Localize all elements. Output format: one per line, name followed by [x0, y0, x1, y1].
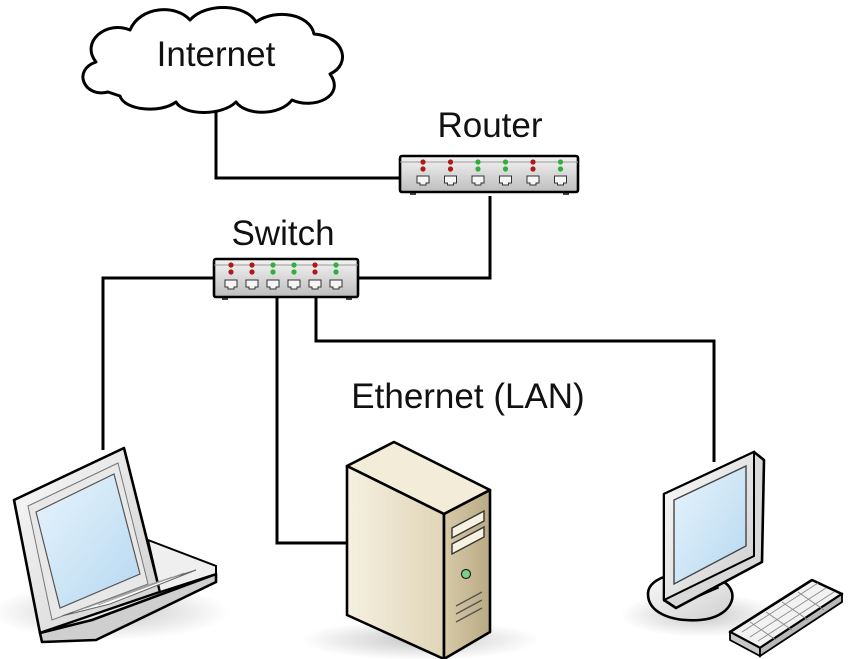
keyboard-icon [728, 578, 844, 658]
switch-led-5-a [312, 262, 318, 268]
router-led-6-b [557, 166, 564, 172]
router: Router [398, 106, 580, 195]
switch-led-6-a [333, 262, 339, 268]
server-tower-icon [300, 440, 540, 659]
laptop-icon [0, 446, 230, 644]
switch-led-2-a [249, 262, 255, 268]
router-led-2-a [447, 159, 454, 165]
router-led-5-b [530, 166, 536, 172]
switch-led-1-b [228, 269, 234, 275]
router-port-6 [554, 175, 567, 186]
router-led-3-a [475, 159, 481, 165]
switch-led-4-a [291, 262, 297, 268]
internet-label: Internet [157, 35, 276, 74]
cloud-icon [81, 6, 345, 114]
network-wires [101, 108, 716, 545]
router-port-2 [444, 175, 457, 186]
router-port-group [416, 159, 567, 186]
switch-led-6-b [333, 269, 339, 275]
switch-port-6 [329, 279, 343, 290]
wire-router-switch [358, 196, 492, 280]
router-port-5 [526, 175, 540, 186]
switch-port-4 [287, 279, 301, 290]
switch-port-5 [308, 279, 322, 290]
switch-port-1 [224, 279, 238, 290]
switch-led-5-b [312, 269, 318, 275]
switch-port-group [224, 262, 343, 290]
switch-led-1-a [228, 262, 234, 268]
switch: Switch [212, 214, 360, 300]
router-led-1-b [420, 166, 426, 172]
wire-internet-router [214, 108, 400, 180]
router-icon [398, 154, 580, 195]
router-port-1 [416, 175, 430, 186]
switch-port-2 [245, 279, 259, 290]
lan-label: Ethernet (LAN) [351, 377, 584, 416]
switch-icon [212, 257, 360, 300]
router-led-3-b [475, 166, 481, 172]
router-led-5-a [530, 159, 536, 165]
router-led-6-a [557, 159, 564, 165]
router-led-1-a [420, 159, 426, 165]
switch-port-3 [266, 279, 280, 290]
switch-led-4-b [291, 269, 297, 275]
router-label: Router [437, 106, 542, 145]
internet-cloud: Internet [81, 6, 345, 114]
switch-led-2-b [249, 269, 255, 275]
router-port-3 [471, 175, 485, 186]
router-led-4-a [502, 159, 509, 165]
wire-switch-desktop [314, 296, 716, 462]
desktop-monitor-icon [620, 450, 780, 637]
router-port-4 [499, 175, 512, 186]
switch-label: Switch [231, 214, 334, 253]
wire-switch-laptop [101, 276, 216, 450]
switch-led-3-b [270, 269, 276, 275]
router-led-4-b [502, 166, 509, 172]
router-led-2-b [447, 166, 454, 172]
wire-switch-server [275, 296, 347, 545]
switch-led-3-a [270, 262, 276, 268]
